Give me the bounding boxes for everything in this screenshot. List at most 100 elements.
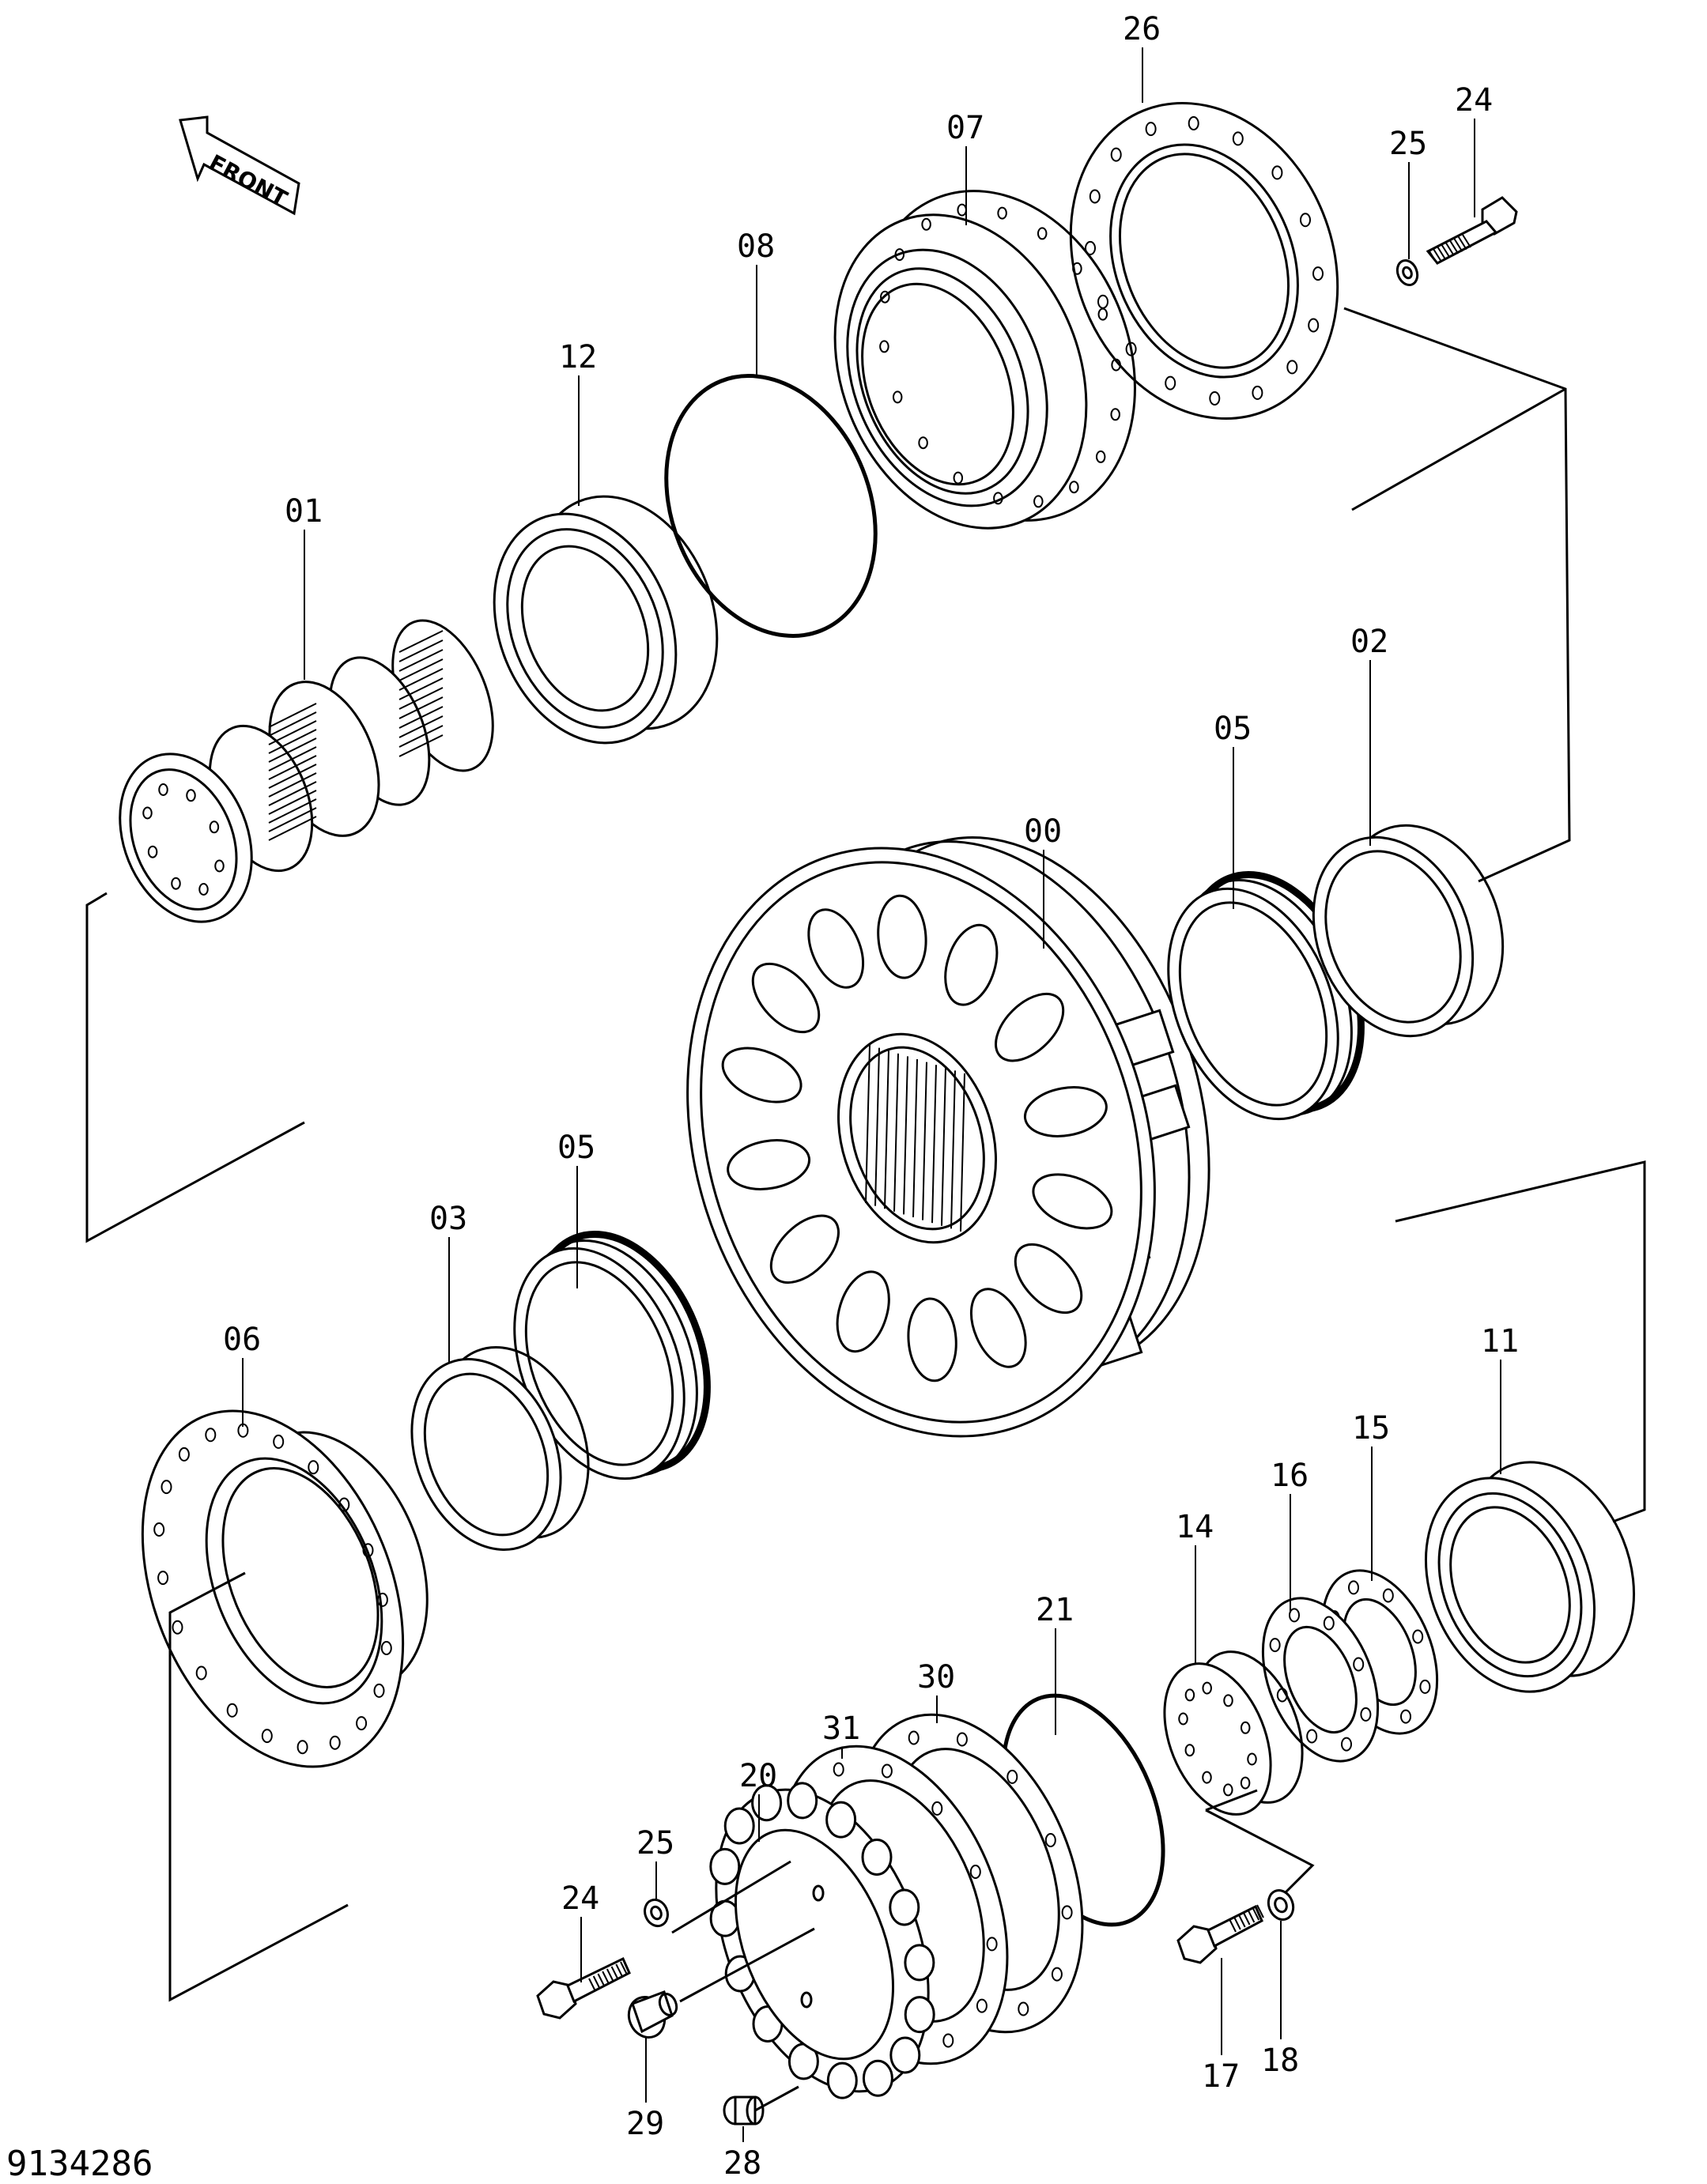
bolt-hole — [1348, 1580, 1359, 1595]
callout-20: 20 — [739, 1758, 777, 1794]
bolt-hole — [380, 1641, 392, 1655]
bolt-hole — [957, 203, 967, 217]
bolt-hole — [969, 1865, 981, 1879]
bolt-hole — [1247, 1752, 1257, 1766]
drum-port — [1023, 1086, 1108, 1137]
rotor-roller — [889, 2036, 921, 2074]
bolt-thread — [588, 1978, 596, 1992]
bolt-hole — [356, 1716, 368, 1731]
bolt-hole — [881, 1763, 893, 1779]
drum-port — [1014, 1243, 1083, 1315]
bolt-hole — [993, 492, 1003, 505]
bolt-thread — [1445, 242, 1455, 257]
part-17-bolt — [1176, 1904, 1264, 1964]
callout-15: 15 — [1352, 1410, 1390, 1447]
shaft-spline — [268, 746, 317, 771]
callout-18: 18 — [1261, 2043, 1299, 2079]
bolt-hole — [209, 820, 220, 834]
bolt-thread — [1433, 248, 1443, 262]
shaft-spline — [268, 729, 317, 754]
bolt-hole — [1072, 262, 1082, 275]
drum-port — [836, 1270, 890, 1353]
bore-spline — [874, 1047, 880, 1206]
bolt-hole — [1184, 1688, 1195, 1702]
bolt-hole — [1178, 1712, 1188, 1726]
rotor-roller — [904, 1996, 935, 2034]
bolt-hole — [1188, 116, 1199, 130]
callout-07: 07 — [946, 110, 984, 146]
bolt-hole — [956, 1732, 968, 1747]
callout-29: 29 — [626, 2106, 664, 2142]
bolt-hole — [942, 2033, 954, 2048]
bolt-hole — [1097, 294, 1108, 309]
bolt-hole — [1240, 1721, 1251, 1734]
shaft-spline — [268, 772, 317, 798]
bolt-hole — [1286, 360, 1298, 375]
bore-spline — [960, 1073, 965, 1232]
bolt-hole — [1184, 1744, 1195, 1757]
bolt-hole — [1033, 495, 1044, 508]
bolt-thread — [610, 1966, 619, 1980]
drum-port — [995, 992, 1065, 1062]
part-25-washer-upper — [1395, 258, 1419, 287]
rotor-roller — [826, 2061, 858, 2099]
bolt-hole — [1044, 1833, 1056, 1847]
shaft-spline — [398, 649, 444, 672]
bolt-hole — [1110, 408, 1120, 421]
bolt-hole — [997, 206, 1007, 220]
bolt-hole — [308, 1460, 319, 1475]
rotor-roller — [889, 1888, 920, 1926]
bolt-hole — [1097, 307, 1108, 321]
bolt-hole — [1240, 1776, 1251, 1790]
callout-24-upper: 24 — [1455, 82, 1493, 119]
shaft-spline — [268, 703, 317, 728]
bolt-thread — [1453, 238, 1463, 252]
part-01-shaft — [119, 619, 494, 923]
shaft-spline — [398, 687, 444, 710]
bolt-hole — [908, 1730, 920, 1745]
bolt-thread — [620, 1961, 628, 1975]
bolt-thread — [1256, 1904, 1264, 1918]
bolt-hole — [329, 1735, 341, 1750]
bolt-hole — [214, 859, 225, 873]
shaft-spline — [268, 711, 317, 737]
callout-labels: 26 07 08 12 01 00 05 02 05 03 06 11 15 1… — [223, 11, 1519, 2182]
callout-30: 30 — [917, 1659, 955, 1696]
bolt-thread — [1247, 1909, 1256, 1923]
callout-16: 16 — [1271, 1458, 1309, 1494]
bolt-hole — [976, 1998, 988, 2013]
bolt-hole — [953, 471, 964, 485]
bolt-thread — [592, 1975, 601, 1990]
bolt-hole — [918, 436, 928, 450]
part-12-bearing — [493, 495, 719, 745]
shaft-spline — [268, 720, 317, 745]
shaft-spline — [268, 755, 317, 780]
bolt-hole — [1232, 131, 1244, 146]
rotor-roller — [861, 1839, 893, 1876]
bolt-hole — [1145, 122, 1157, 137]
bolt-hole — [1300, 213, 1311, 228]
bolt-thread — [1437, 247, 1447, 261]
part-24-bolt-upper — [1426, 196, 1518, 265]
shaft-spline — [398, 639, 444, 662]
bolt-hole — [921, 217, 931, 231]
drum-port — [944, 923, 999, 1006]
part-07-housing — [833, 190, 1136, 530]
shaft-spline — [398, 658, 444, 681]
document-id: 9134286 — [6, 2144, 153, 2184]
bolt-hole — [338, 1497, 350, 1512]
shaft-spline — [268, 807, 317, 832]
bolt-hole — [226, 1703, 238, 1718]
bolt-hole — [1269, 1638, 1281, 1653]
bolt-hole — [1289, 1608, 1300, 1623]
bolt-hole — [261, 1729, 273, 1744]
bolt-hole — [178, 1447, 190, 1462]
callout-05-lower: 05 — [557, 1130, 595, 1166]
bolt-hole — [1051, 1967, 1063, 1982]
bolt-hole — [172, 1620, 183, 1635]
bolt-thread — [1441, 244, 1451, 258]
front-arrow-icon: FRONT — [179, 115, 300, 216]
callout-28: 28 — [723, 2145, 761, 2182]
bolt-hole — [161, 1480, 172, 1495]
